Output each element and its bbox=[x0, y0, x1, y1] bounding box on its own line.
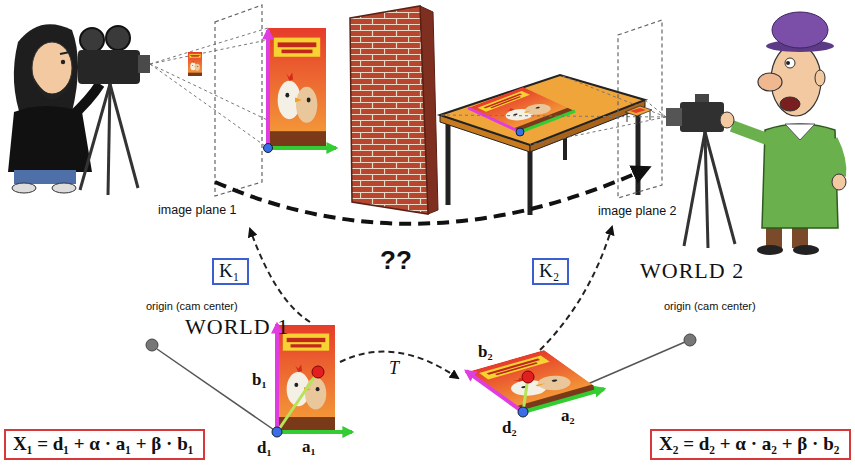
intrinsics-box: K₂ bbox=[532, 258, 569, 285]
vector-label: a₁ bbox=[302, 437, 316, 457]
world-title: WORLD 1 bbox=[185, 314, 289, 339]
origin-label: origin (cam center) bbox=[146, 300, 238, 313]
vector-label: d₂ bbox=[502, 418, 517, 438]
vector-label: b₁ bbox=[252, 370, 267, 390]
vector-label: d₁ bbox=[257, 438, 272, 458]
image-plane-1 bbox=[150, 5, 336, 196]
image-plane-2 bbox=[440, 20, 666, 198]
vector-label: a₂ bbox=[561, 406, 575, 426]
formula-box: X₁ = d₁ + α · a₁ + β · b₁ bbox=[4, 429, 205, 460]
plane-label: image plane 1 bbox=[158, 203, 237, 217]
intrinsics-box: K₁ bbox=[212, 258, 249, 285]
formula-text: X₁ = d₁ + α · a₁ + β · b₁ bbox=[13, 433, 193, 456]
plane-label: image plane 2 bbox=[598, 204, 677, 218]
cameraman-figure bbox=[8, 24, 150, 195]
transform-arrow bbox=[340, 352, 458, 378]
matrix-label: K₁ bbox=[219, 260, 239, 283]
matrix-label: K₂ bbox=[539, 260, 559, 283]
formula-box: X₂ = d₂ + α · a₂ + β · b₂ bbox=[650, 429, 851, 460]
transform-label: T bbox=[389, 358, 399, 379]
brick-wall bbox=[350, 6, 438, 214]
dashed-arrow bbox=[215, 168, 648, 224]
photographer-figure bbox=[666, 12, 846, 255]
world-title: WORLD 2 bbox=[640, 258, 744, 283]
vector-label: b₂ bbox=[478, 342, 493, 362]
formula-text: X₂ = d₂ + α · a₂ + β · b₂ bbox=[659, 433, 839, 456]
world-1-book bbox=[146, 229, 352, 437]
world-2-book bbox=[466, 227, 696, 417]
origin-label: origin (cam center) bbox=[664, 300, 756, 313]
question-marks: ?? bbox=[380, 246, 412, 276]
